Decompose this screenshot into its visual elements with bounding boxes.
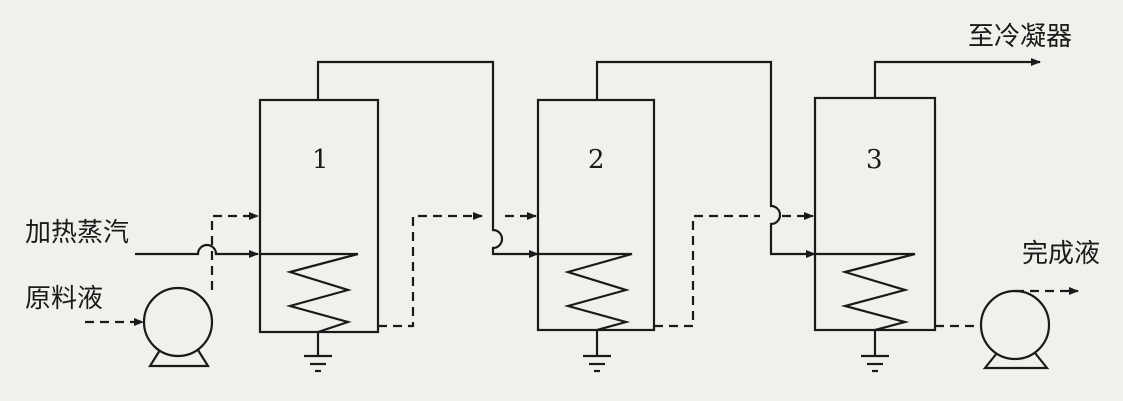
- evaporator-2-trap: [583, 354, 611, 373]
- vapor-line-1-to-2: [316, 60, 539, 258]
- evaporator-1-heating-coil: [260, 252, 359, 356]
- evaporator-2-number: 2: [588, 145, 605, 175]
- evaporator-3-number: 3: [866, 145, 883, 175]
- vapor-line-to-condenser: [873, 58, 1041, 98]
- evaporator-1-trap: [304, 354, 332, 373]
- heating-steam-line: [135, 243, 259, 258]
- liquid-line-2-to-3: [654, 214, 760, 328]
- to-condenser-label: 至冷凝器: [968, 22, 1073, 52]
- evaporator-3-heating-coil: [815, 252, 916, 356]
- evaporator-2-vessel: [536, 98, 656, 332]
- liquid-line-1-to-2: [378, 212, 483, 328]
- evaporator-1-number: 1: [312, 145, 329, 175]
- heating-steam-label: 加热蒸汽: [25, 218, 130, 248]
- product-liquid-label: 完成液: [1022, 239, 1101, 269]
- feed-liquid-label: 原料液: [25, 284, 104, 314]
- product-pump: [979, 289, 1051, 370]
- evaporator-3-trap: [861, 354, 889, 373]
- evaporator-2-heating-coil: [538, 252, 633, 356]
- vapor-line-2-to-3: [595, 60, 816, 258]
- feed-pump: [142, 286, 214, 368]
- evaporator-3-vessel: [813, 96, 937, 332]
